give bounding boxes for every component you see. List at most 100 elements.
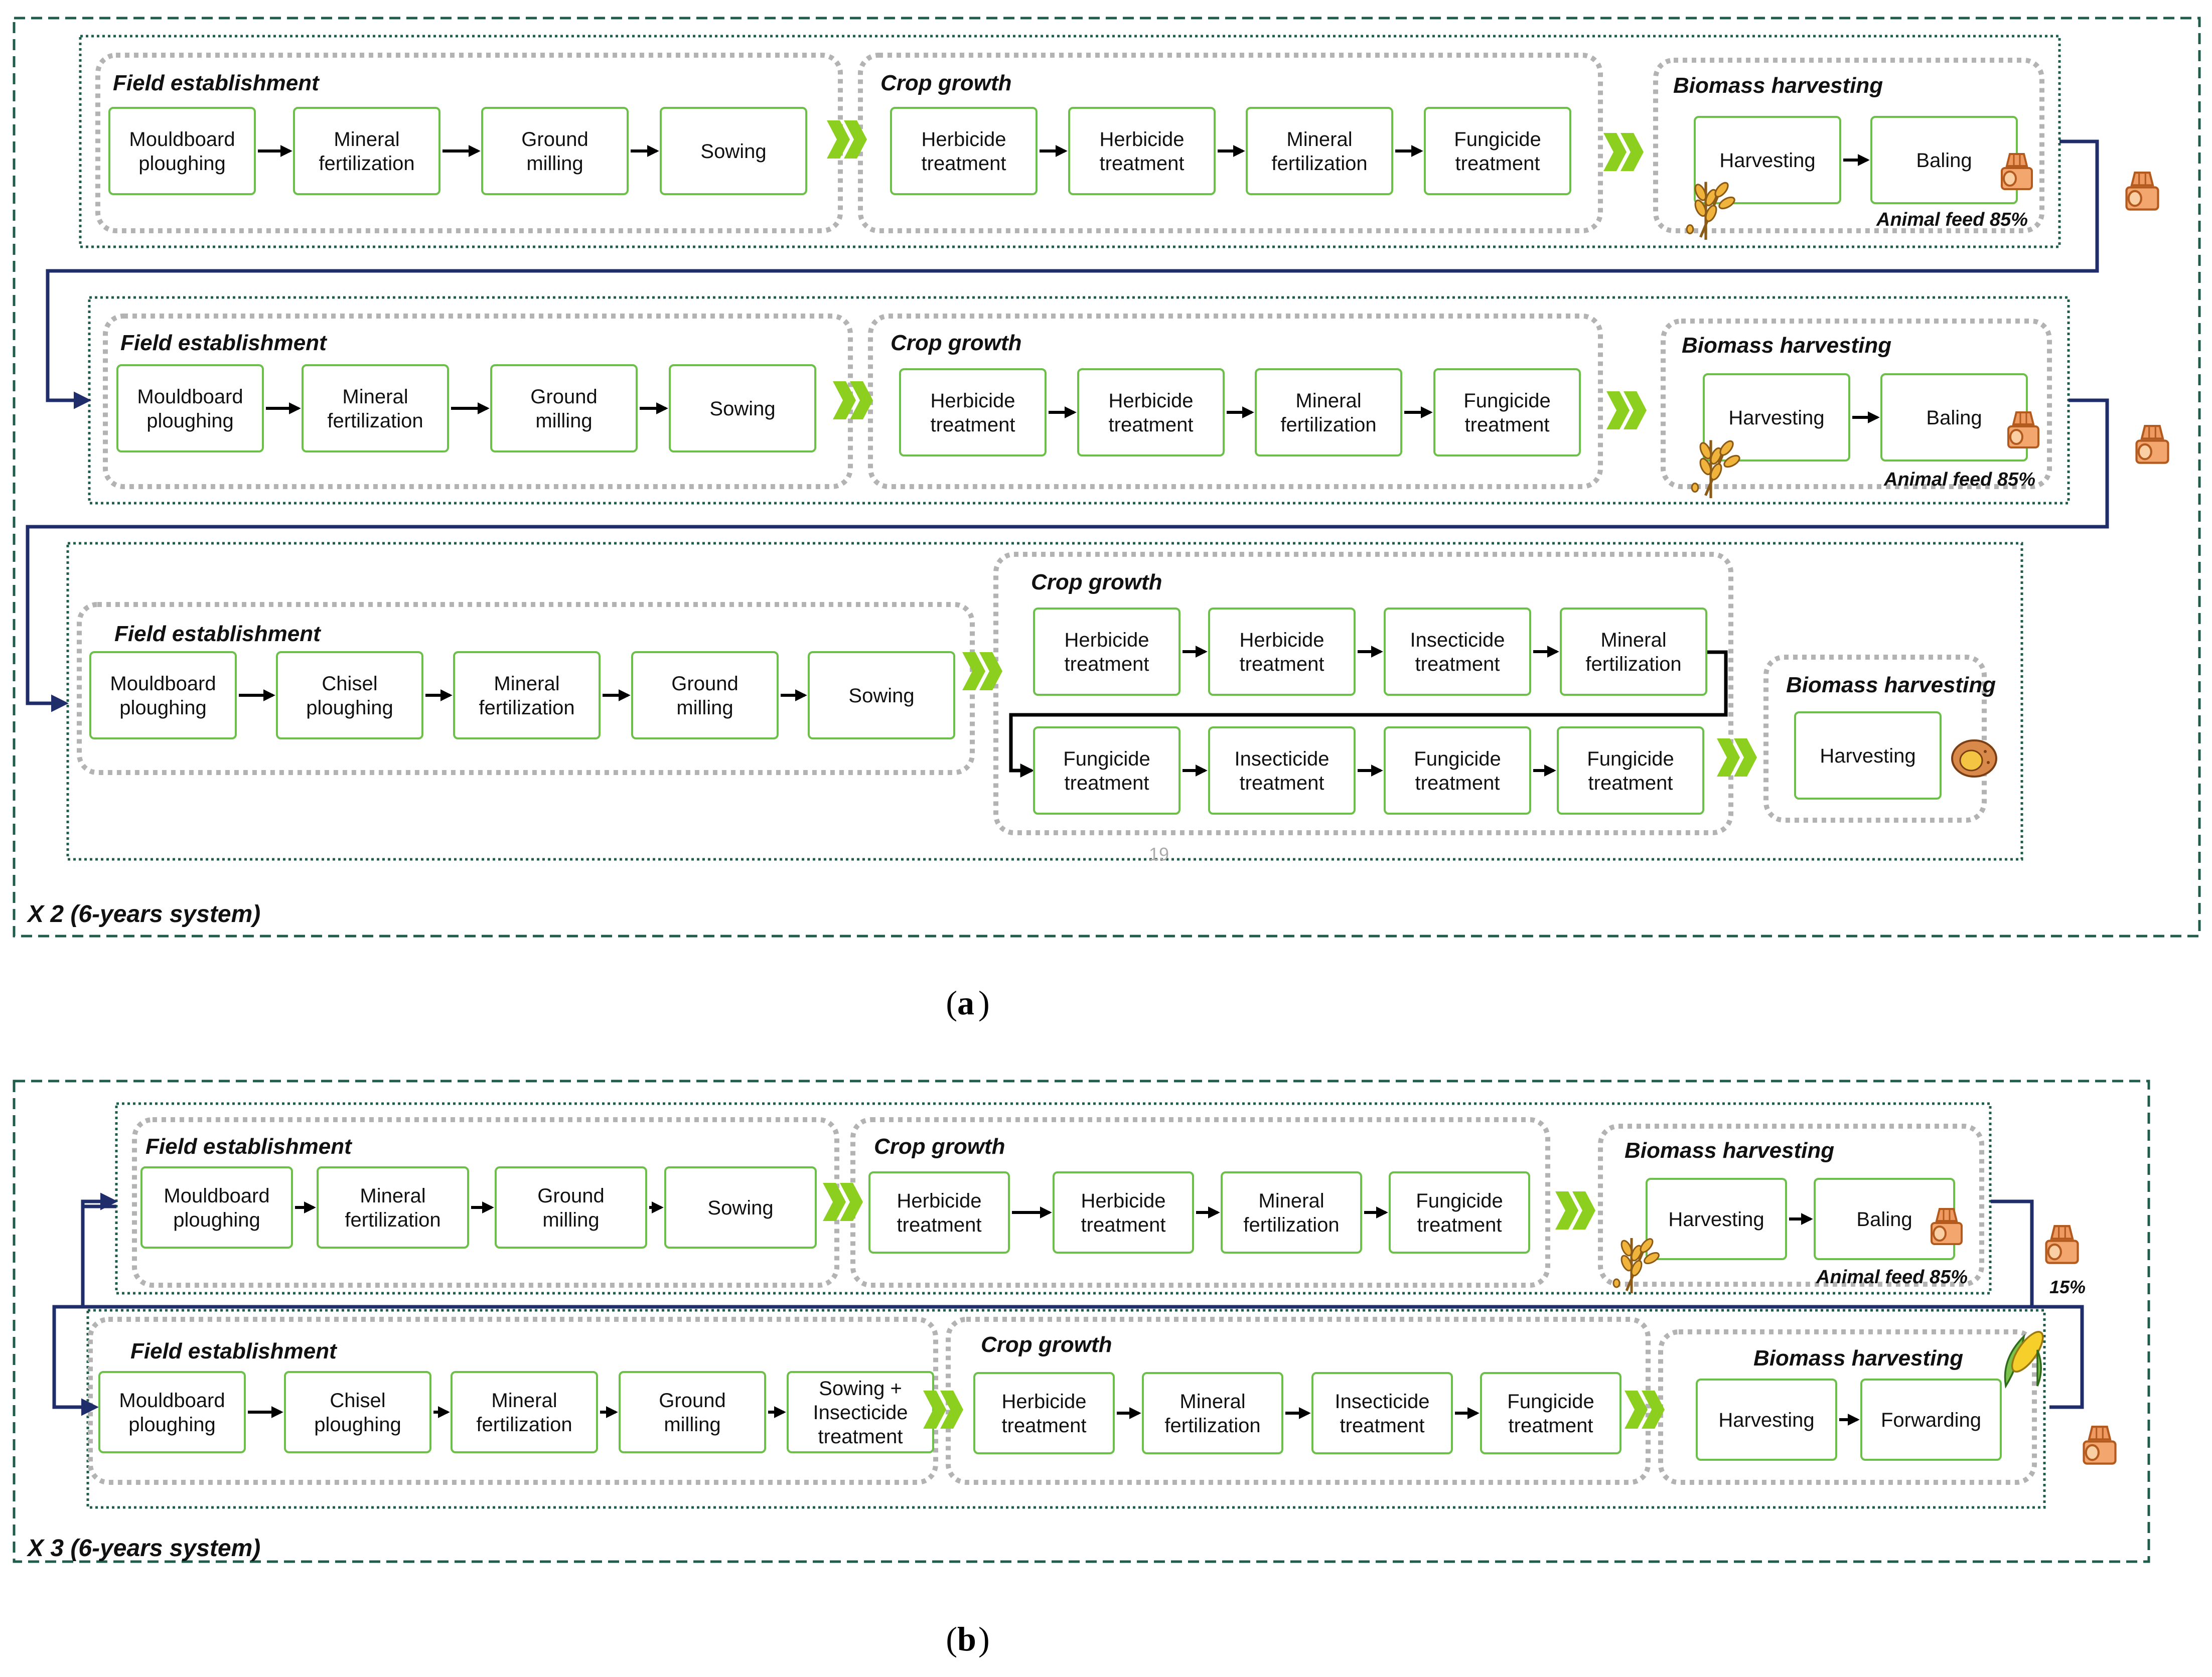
group-title: Crop growth <box>981 1332 1112 1357</box>
process-box-label: ploughing <box>128 1414 216 1436</box>
process-box <box>1255 368 1402 456</box>
process-box <box>1246 107 1393 195</box>
process-box <box>1703 373 1850 462</box>
process-box-label: Mineral <box>342 386 408 408</box>
group-title: Biomass harvesting <box>1786 673 1996 697</box>
process-box-label: Fungicide <box>1463 390 1550 412</box>
process-box-label: Fungicide <box>1416 1190 1503 1212</box>
process-box-label: milling <box>542 1209 599 1231</box>
process-box-label: ploughing <box>306 697 393 719</box>
chevron-icon <box>1555 1191 1595 1230</box>
process-box-label: treatment <box>1065 772 1149 794</box>
process-box <box>1480 1372 1621 1454</box>
process-box-label: treatment <box>1240 653 1324 675</box>
process-box-label: milling <box>676 697 733 719</box>
process-box-label: Forwarding <box>1881 1409 1981 1431</box>
process-box <box>481 107 629 195</box>
process-box <box>660 107 807 195</box>
process-box-label: Harvesting <box>1718 1409 1814 1431</box>
process-box-label: Chisel <box>322 673 377 695</box>
process-box-label: treatment <box>1340 1415 1425 1437</box>
process-box-label: Ground <box>671 673 738 695</box>
row-connector <box>52 1199 2034 1416</box>
process-box <box>284 1371 431 1453</box>
process-box-label: treatment <box>1509 1415 1593 1437</box>
process-box-label: Insecticide <box>1410 629 1505 651</box>
process-box <box>619 1371 766 1453</box>
group-title: Biomass harvesting <box>1682 333 1891 358</box>
straw-bale-icon <box>2137 426 2168 463</box>
process-box-label: Ground <box>530 386 597 408</box>
group-title: Biomass harvesting <box>1625 1138 1834 1163</box>
panel-label: b <box>957 1620 976 1658</box>
process-box <box>1860 1379 2002 1461</box>
process-box-label: ploughing <box>173 1209 260 1231</box>
process-box-label: Ground <box>521 128 588 150</box>
row-frame <box>79 35 2061 248</box>
process-box-label: Herbicide <box>922 128 1006 150</box>
panel-label: ( <box>946 1620 957 1658</box>
group-crop-growth <box>850 1117 1550 1288</box>
process-box-label: Fungicide <box>1414 748 1501 770</box>
process-box-label: treatment <box>1415 772 1500 794</box>
process-box <box>1424 107 1571 195</box>
process-box-label: Mouldboard <box>110 673 216 695</box>
panel-label: a <box>957 984 974 1022</box>
system-label: X 2 (6-years system) <box>26 901 260 928</box>
process-box <box>302 364 449 452</box>
process-box <box>631 651 779 739</box>
potato-icon <box>1951 739 1997 778</box>
process-box-label: ploughing <box>138 153 226 175</box>
process-box-label: Mineral <box>491 1390 557 1412</box>
process-box-label: fertilization <box>479 697 574 719</box>
process-box <box>1077 368 1225 456</box>
process-box-label: treatment <box>1465 414 1550 436</box>
straw-bale-icon <box>2084 1427 2116 1464</box>
process-box <box>293 107 440 195</box>
process-box-label: milling <box>526 153 583 175</box>
process-box-label: Mouldboard <box>137 386 243 408</box>
row-connector <box>2032 1305 2084 1409</box>
process-box-label: ploughing <box>146 410 234 432</box>
process-box-label: Baling <box>1916 149 1972 172</box>
process-box <box>317 1166 469 1249</box>
process-box <box>973 1372 1115 1454</box>
process-box-label: treatment <box>1240 772 1324 794</box>
process-box <box>1311 1372 1453 1454</box>
process-box-label: milling <box>535 410 592 432</box>
process-box-label: treatment <box>1588 772 1673 794</box>
straw-bale-icon <box>2127 173 2158 210</box>
process-box <box>1646 1178 1787 1260</box>
group-title: Crop growth <box>880 71 1012 95</box>
group-title: Biomass harvesting <box>1753 1346 1963 1370</box>
process-box <box>1433 368 1581 456</box>
process-box-label: Mineral <box>360 1185 425 1207</box>
process-box <box>1208 607 1356 696</box>
flow-connector <box>1009 650 1728 778</box>
process-box-label: treatment <box>818 1426 903 1448</box>
process-box <box>890 107 1038 195</box>
group-title: Field establishment <box>130 1339 338 1363</box>
process-box <box>1389 1171 1530 1254</box>
process-box-label: treatment <box>1109 414 1194 436</box>
process-box <box>116 364 264 452</box>
corn-icon <box>2004 1326 2049 1387</box>
process-box-label: Sowing <box>700 140 766 163</box>
group-biomass-harvesting <box>1763 655 1987 823</box>
process-box-label: treatment <box>931 414 1015 436</box>
process-box <box>1068 107 1216 195</box>
process-box <box>669 364 816 452</box>
process-box <box>1384 607 1531 696</box>
animal-feed-label: Animal feed 85% <box>1883 469 2035 490</box>
process-box-label: Mineral <box>1286 128 1352 150</box>
process-box-label: Mineral <box>1295 390 1361 412</box>
process-box-label: Sowing <box>707 1197 773 1219</box>
process-box <box>453 651 601 739</box>
process-box-label: ploughing <box>119 697 207 719</box>
group-title: Biomass harvesting <box>1673 73 1883 98</box>
process-box-label: Mineral <box>1258 1190 1324 1212</box>
process-box <box>808 651 955 739</box>
animal-feed-label: Animal feed 85% <box>1816 1267 1968 1288</box>
straw-bale-icon <box>2046 1226 2078 1263</box>
process-box <box>140 1166 293 1249</box>
